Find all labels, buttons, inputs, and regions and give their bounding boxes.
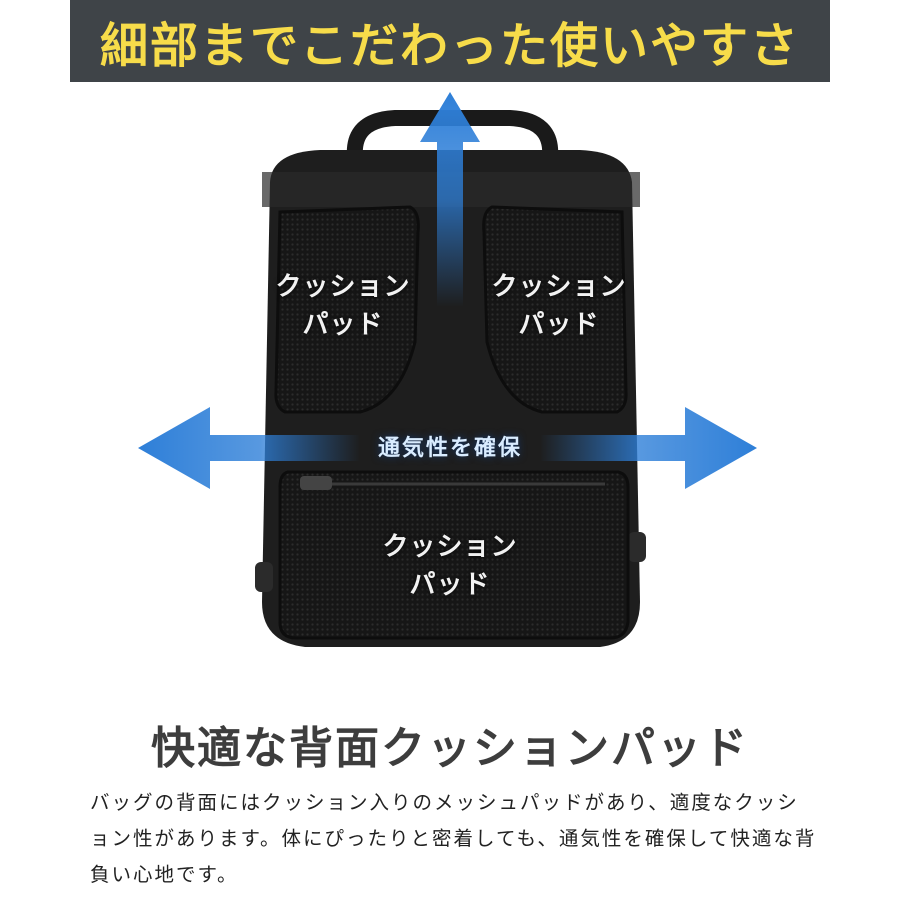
cushion-pad-label-bottom: クッション パッド <box>382 532 518 600</box>
headline: 快適な背面クッションパッド <box>151 723 749 774</box>
description-text: バッグの背面にはクッション入りのメッシュパッドがあり、適度なクッション性がありま… <box>90 791 817 886</box>
ventilation-label: 通気性を確保 <box>377 436 522 461</box>
pad-top-left <box>274 205 420 414</box>
backpack-photo <box>0 82 900 702</box>
cushion-pad-label-top-right: クッション パッド <box>491 272 627 340</box>
zipper-pull <box>300 476 332 490</box>
up-arrow-icon <box>420 92 480 307</box>
pad-bottom <box>278 470 630 640</box>
right-arrow-icon <box>540 407 757 489</box>
backpack-illustration <box>138 92 757 647</box>
pad-top-right <box>482 205 628 414</box>
cushion-pad-label-top-left: クッション パッド <box>275 272 411 340</box>
title-banner: 細部までこだわった使いやすさ <box>70 0 830 82</box>
banner-title: 細部までこだわった使いやすさ <box>99 18 800 74</box>
left-arrow-icon <box>138 407 360 489</box>
